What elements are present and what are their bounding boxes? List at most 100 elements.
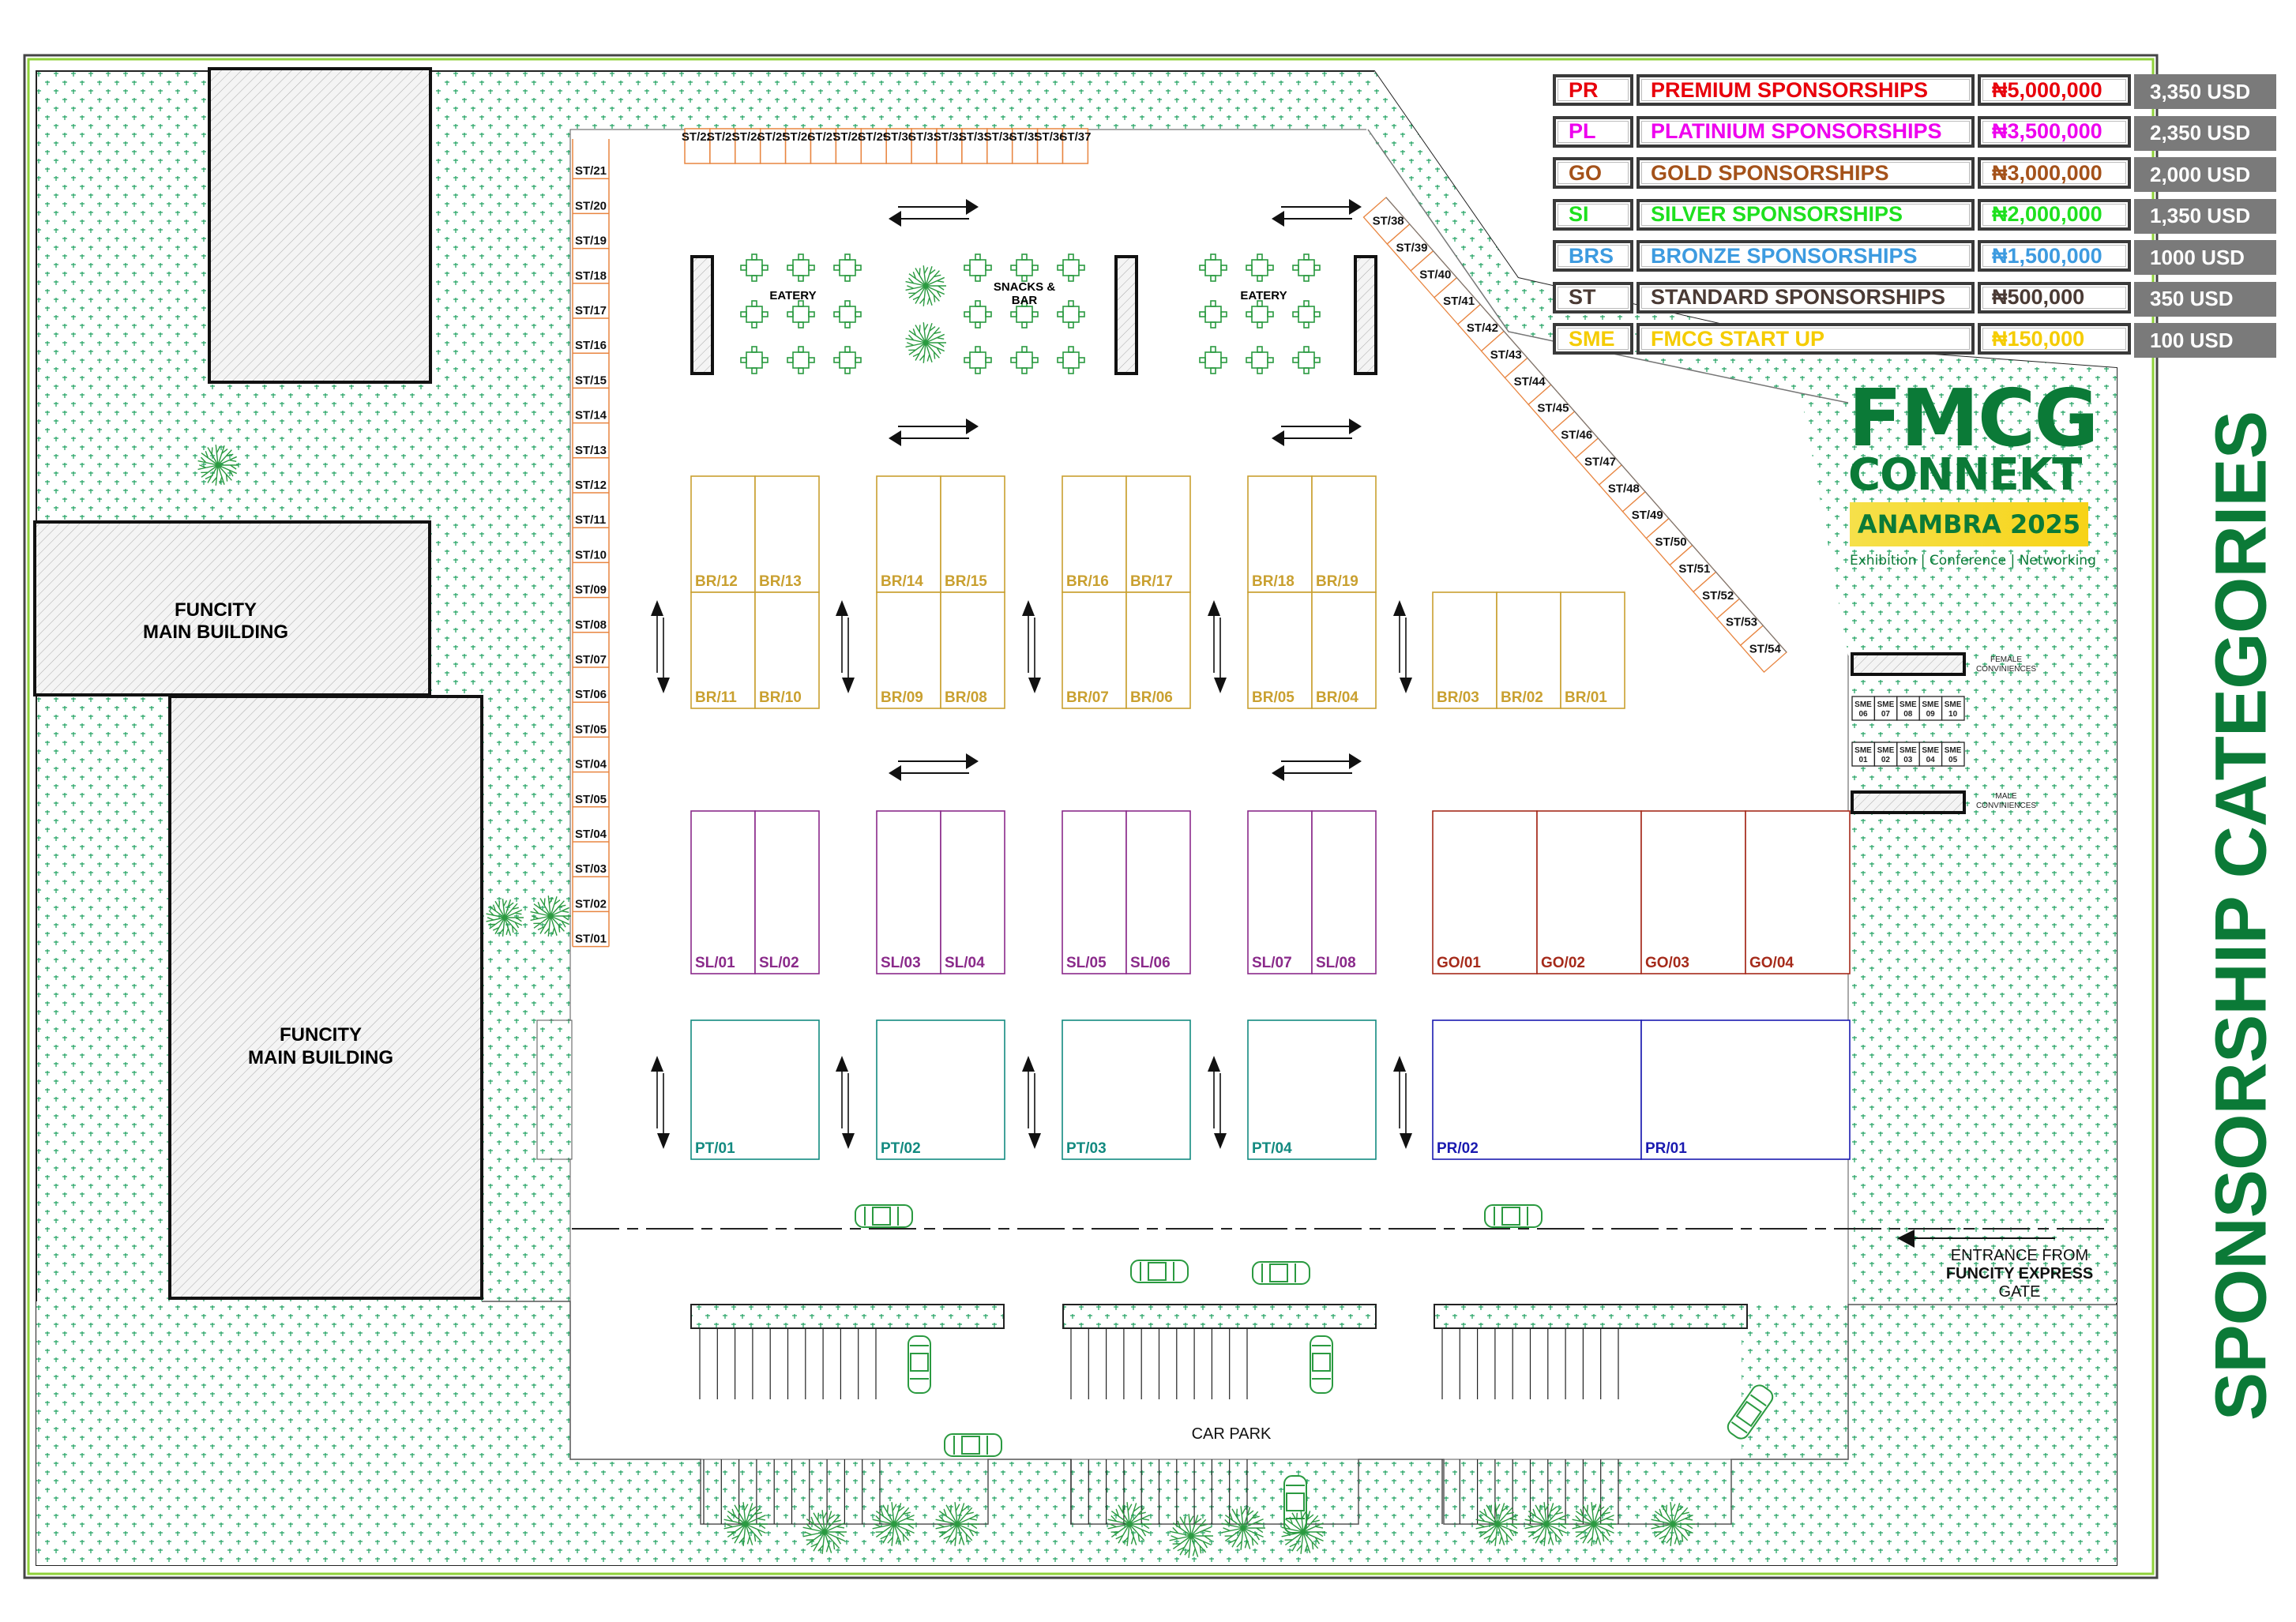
silver-booth[interactable]: SL/02 xyxy=(754,810,820,974)
bronze-booth[interactable]: BR/12 xyxy=(690,475,756,593)
standard-stall[interactable]: ST/01 xyxy=(573,933,609,948)
standard-stall[interactable]: ST/16 xyxy=(573,339,609,354)
standard-stall[interactable]: ST/25 xyxy=(757,128,789,164)
standard-stall[interactable]: ST/34 xyxy=(984,128,1016,164)
gold-booth[interactable]: GO/01 xyxy=(1432,810,1538,974)
twig xyxy=(746,1536,750,1545)
bronze-booth[interactable]: BR/11 xyxy=(690,591,756,709)
silver-booth[interactable]: SL/01 xyxy=(690,810,756,974)
standard-stall[interactable]: ST/30 xyxy=(883,128,915,164)
platinum-booth[interactable]: PT/02 xyxy=(876,1019,1005,1160)
car-body xyxy=(855,1204,913,1228)
standard-stall[interactable]: ST/07 xyxy=(573,653,609,668)
silver-booth[interactable]: SL/05 xyxy=(1062,810,1127,974)
standard-stall[interactable]: ST/15 xyxy=(573,374,609,389)
standard-stall[interactable]: ST/03 xyxy=(573,862,609,877)
standard-stall[interactable]: ST/11 xyxy=(573,513,609,528)
standard-stall[interactable]: ST/20 xyxy=(573,199,609,215)
standard-stall[interactable]: ST/19 xyxy=(573,235,609,250)
bronze-booth[interactable]: BR/19 xyxy=(1311,475,1377,593)
standard-stall[interactable]: ST/10 xyxy=(573,548,609,564)
bronze-booth[interactable]: BR/18 xyxy=(1247,475,1313,593)
platinum-booth[interactable]: PT/04 xyxy=(1247,1019,1377,1160)
bronze-booth[interactable]: BR/02 xyxy=(1496,591,1561,709)
chair xyxy=(1292,265,1299,271)
bronze-booth[interactable]: BR/04 xyxy=(1311,591,1377,709)
standard-stall[interactable]: ST/04 xyxy=(573,828,609,843)
branch xyxy=(1593,1514,1614,1525)
standard-stall[interactable]: ST/36 xyxy=(1035,128,1066,164)
legend-code: ST xyxy=(1553,281,1633,314)
bronze-booth[interactable]: BR/15 xyxy=(940,475,1005,593)
standard-stall[interactable]: ST/12 xyxy=(573,479,609,494)
standard-stall[interactable]: ST/37 xyxy=(1059,128,1091,164)
premium-booth[interactable]: PR/01 xyxy=(1640,1019,1851,1160)
bronze-booth[interactable]: BR/03 xyxy=(1432,591,1497,709)
silver-booth[interactable]: SL/06 xyxy=(1125,810,1191,974)
standard-stall[interactable]: ST/06 xyxy=(573,688,609,703)
standard-stall[interactable]: ST/08 xyxy=(573,618,609,633)
table-icon xyxy=(1246,253,1274,282)
standard-stall[interactable]: ST/22 xyxy=(682,128,713,164)
bronze-booth[interactable]: BR/17 xyxy=(1125,475,1191,593)
bronze-booth[interactable]: BR/01 xyxy=(1560,591,1625,709)
bronze-booth[interactable]: BR/06 xyxy=(1125,591,1191,709)
bronze-booth[interactable]: BR/05 xyxy=(1247,591,1313,709)
booth-box xyxy=(1432,810,1538,974)
stall-back-edge xyxy=(1385,197,1787,653)
standard-stall[interactable]: ST/04 xyxy=(573,758,609,773)
branch xyxy=(1672,1523,1689,1541)
gold-booth[interactable]: GO/04 xyxy=(1745,810,1851,974)
standard-stall[interactable]: ST/29 xyxy=(858,128,889,164)
standard-stall[interactable]: ST/13 xyxy=(573,444,609,459)
bronze-booth[interactable]: BR/09 xyxy=(876,591,941,709)
standard-stall[interactable]: ST/52 xyxy=(1693,571,1741,620)
booth-box xyxy=(1062,475,1127,593)
platinum-booth[interactable]: PT/03 xyxy=(1062,1019,1191,1160)
standard-stall[interactable]: ST/23 xyxy=(707,128,738,164)
standard-stall[interactable]: ST/53 xyxy=(1715,598,1764,647)
standard-stall[interactable]: ST/18 xyxy=(573,269,609,284)
standard-stall[interactable]: ST/31 xyxy=(908,128,940,164)
standard-stall[interactable]: ST/02 xyxy=(573,897,609,913)
standard-stall[interactable]: ST/05 xyxy=(573,793,609,808)
platinum-booth[interactable]: PT/01 xyxy=(690,1019,820,1160)
silver-booth[interactable]: SL/08 xyxy=(1311,810,1377,974)
svg-text:ENTRANCE FROM: ENTRANCE FROM xyxy=(1951,1247,2088,1264)
bronze-booth[interactable]: BR/16 xyxy=(1062,475,1127,593)
bronze-booth[interactable]: BR/13 xyxy=(754,475,820,593)
bronze-booth[interactable]: BR/10 xyxy=(754,591,820,709)
standard-stall[interactable]: ST/24 xyxy=(732,128,765,164)
silver-booth[interactable]: SL/07 xyxy=(1247,810,1313,974)
standard-stall[interactable]: ST/05 xyxy=(573,723,609,738)
standard-stall[interactable]: ST/35 xyxy=(1009,128,1041,164)
standard-stall[interactable]: ST/21 xyxy=(573,164,609,179)
standard-stall[interactable]: ST/32 xyxy=(934,128,965,164)
standard-stall[interactable]: ST/33 xyxy=(959,128,990,164)
bronze-booth[interactable]: BR/14 xyxy=(876,475,941,593)
premium-booth[interactable]: PR/02 xyxy=(1432,1019,1642,1160)
silver-booth[interactable]: SL/03 xyxy=(876,810,941,974)
standard-stall[interactable]: ST/27 xyxy=(807,128,839,164)
gold-booth[interactable]: GO/03 xyxy=(1640,810,1746,974)
branch xyxy=(1302,1522,1324,1533)
gold-booth[interactable]: GO/02 xyxy=(1536,810,1642,974)
standard-stall[interactable]: ST/14 xyxy=(573,409,609,424)
branch xyxy=(925,270,940,287)
standard-stall[interactable]: ST/28 xyxy=(832,128,864,164)
standard-stall[interactable]: ST/09 xyxy=(573,584,609,599)
bronze-booth[interactable]: BR/07 xyxy=(1062,591,1127,709)
silver-booth[interactable]: SL/04 xyxy=(940,810,1005,974)
standard-stall[interactable]: ST/17 xyxy=(573,304,609,319)
bronze-booth[interactable]: BR/08 xyxy=(940,591,1005,709)
